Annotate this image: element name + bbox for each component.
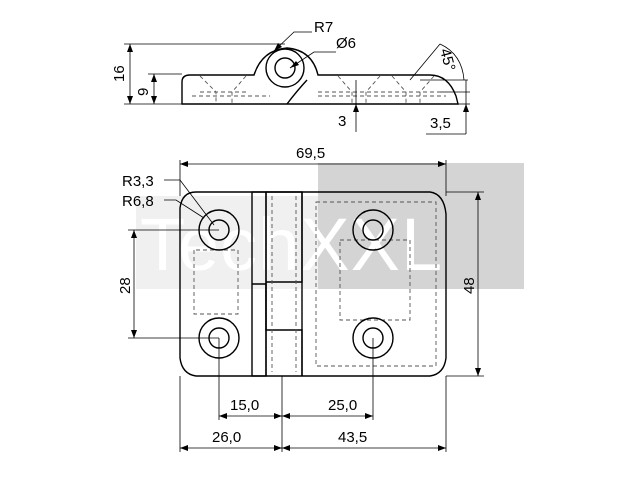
dim-9-arrow-bottom	[151, 96, 157, 104]
angle-ext-1	[409, 43, 441, 81]
r68-label: R6,8	[122, 193, 154, 210]
dim-435-arrow-right	[438, 445, 446, 451]
front-outline	[179, 191, 447, 377]
knuckle-segment-bottom	[252, 283, 303, 376]
dim-150-arrow-right	[274, 413, 282, 419]
angle-label: 45°	[436, 47, 458, 73]
side-view-profile	[181, 47, 459, 105]
hidden-lines-side	[192, 91, 446, 97]
knuckle-split	[286, 79, 308, 105]
dim-260-arrow-left	[180, 445, 188, 451]
countersink-right-1	[337, 75, 381, 104]
dim-150-label: 15,0	[230, 397, 259, 414]
dim-3-label: 3	[338, 113, 346, 130]
pin-hole	[274, 57, 296, 79]
knuckle-circle	[265, 48, 305, 88]
dim-695-arrow-right	[438, 161, 446, 167]
boss-circle	[352, 209, 394, 251]
dim-48-arrow-bottom	[475, 368, 481, 376]
dim-435-arrow-left	[282, 445, 290, 451]
r68-leader	[164, 199, 205, 219]
watermark-panel	[318, 163, 524, 289]
dim-250-label: 25,0	[328, 397, 357, 414]
dim-9-label: 9	[135, 88, 152, 96]
d6-leader	[289, 51, 336, 69]
dim-28-arrow-top	[131, 230, 137, 238]
front-hidden-knuckle	[271, 196, 297, 372]
dim-9-arrow-top	[151, 74, 157, 82]
dim-260-label: 26,0	[212, 429, 241, 446]
watermark: TechXXL	[136, 163, 524, 289]
hole-circle	[362, 219, 384, 241]
hole-top-right	[352, 209, 394, 251]
front-hidden-right	[315, 201, 437, 367]
dim-250-arrow-left	[282, 413, 290, 419]
dim-16-arrow-top	[127, 44, 133, 52]
r7-arrow	[274, 43, 282, 51]
dim-260-arrow-right	[274, 445, 282, 451]
dim-28-arrow-bottom	[131, 330, 137, 338]
watermark-text: TechXXL	[140, 203, 443, 286]
dim-435-label: 43,5	[338, 429, 367, 446]
dim-150-arrow-left	[219, 413, 227, 419]
front-view: R3,3 R6,8 69,5 28 48 15,0	[117, 145, 484, 452]
dim-250-arrow-right	[365, 413, 373, 419]
dim-695-arrow-left	[180, 161, 188, 167]
dim-16-arrow-bottom	[127, 96, 133, 104]
front-hidden-left	[193, 249, 239, 315]
dim-695-label: 69,5	[296, 145, 325, 162]
dim-3-arrow	[353, 104, 359, 112]
dim-48-label: 48	[461, 277, 478, 294]
side-view: 16 9 R7 Ø6 45° 3 3,5	[111, 19, 470, 135]
dim-35-label: 3,5	[430, 115, 451, 132]
d6-label: Ø6	[336, 35, 356, 52]
d6-arrow	[290, 61, 299, 68]
angle-arc	[439, 43, 465, 81]
dim-48-arrow-top	[475, 192, 481, 200]
dim-16-label: 16	[111, 65, 128, 82]
r7-label: R7	[314, 19, 333, 36]
r7-leader	[273, 31, 312, 52]
r33-label: R3,3	[122, 173, 154, 190]
dim-28-label: 28	[117, 277, 134, 294]
dim-35-arrow	[463, 104, 469, 112]
front-hidden-right-inner	[339, 239, 411, 321]
countersink-left	[199, 75, 247, 104]
